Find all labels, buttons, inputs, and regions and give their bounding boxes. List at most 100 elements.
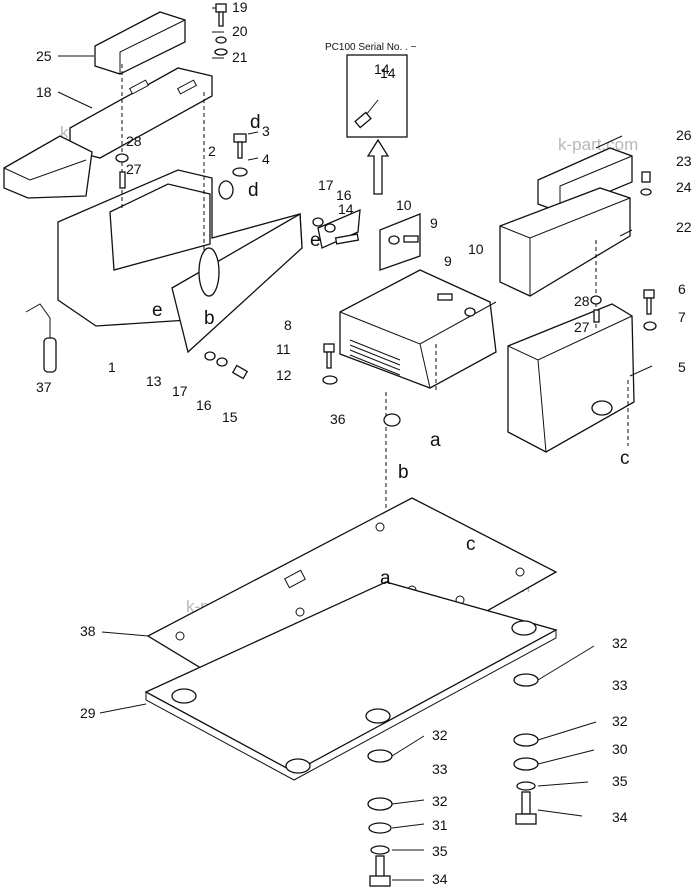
left-inner-frame [109, 183, 211, 271]
washer-4 [232, 167, 248, 177]
washer-32 [513, 673, 539, 687]
left-side-panel [171, 212, 303, 354]
part-label: 17 [318, 177, 334, 193]
fastener-stack-right [513, 673, 539, 825]
leader-lines [57, 7, 653, 881]
floor-plate-29 [144, 581, 558, 781]
part-label: 17 [172, 383, 188, 399]
washer-24 [640, 188, 652, 196]
part-label: 33 [612, 677, 628, 693]
mount-pad [285, 758, 311, 774]
ref-letter: d [248, 180, 259, 201]
part-label: 12 [276, 367, 292, 383]
washer-31 [368, 822, 392, 834]
washer-28 [590, 295, 602, 305]
part-label: 6 [678, 281, 686, 297]
washer-17 [312, 217, 324, 227]
part-label: 33 [432, 761, 448, 777]
part-label: 14 [338, 201, 354, 217]
bolt-head-34 [515, 813, 537, 825]
fastener-stack-center [367, 749, 393, 887]
part-label: 37 [36, 379, 52, 395]
left-top-cover [94, 11, 186, 75]
part-label: 16 [336, 187, 352, 203]
part-label: 27 [126, 161, 142, 177]
right-top-cover [537, 147, 633, 213]
washer-20 [215, 36, 227, 44]
part-label: 35 [432, 843, 448, 859]
part-label: 23 [676, 153, 692, 169]
mount-pad [171, 688, 197, 704]
part-label: 15 [222, 409, 238, 425]
right-upper-box [499, 187, 631, 297]
washer-35 [370, 845, 390, 855]
ref-letter: c [620, 448, 630, 469]
ref-letter: a [430, 430, 441, 451]
part-label: 22 [676, 219, 692, 235]
part-label: 2 [208, 143, 216, 159]
bolt-23 [641, 171, 651, 183]
bolt-head-34 [369, 875, 391, 887]
part-label: 8 [284, 317, 292, 333]
part-label: 32 [432, 727, 448, 743]
part-label: 34 [432, 871, 448, 887]
part-label: 20 [232, 23, 248, 39]
lever-grip [43, 337, 57, 373]
part-label: 13 [146, 373, 162, 389]
part-label: 7 [678, 309, 686, 325]
washer-10 [388, 235, 400, 245]
washer-16 [216, 357, 228, 367]
grommet-36 [383, 413, 401, 427]
right-console-assembly [499, 147, 635, 453]
washer-21 [214, 48, 228, 56]
part-label: 26 [676, 127, 692, 143]
part-label: 4 [262, 151, 270, 167]
right-cover-hole [591, 400, 613, 416]
bolt-27 [593, 309, 600, 323]
part-label: 30 [612, 741, 628, 757]
part-label: 19 [232, 0, 248, 15]
part-label: 31 [432, 817, 448, 833]
left-console-assembly [3, 11, 303, 373]
part-label: 24 [676, 179, 692, 195]
bolt-34 [521, 791, 531, 815]
part-label: 32 [432, 793, 448, 809]
washer-30 [513, 757, 539, 771]
part-label: 34 [612, 809, 628, 825]
bolt-9 [403, 235, 419, 243]
part-label: 9 [430, 215, 438, 231]
washer-32 [513, 733, 539, 747]
note-title: PC100 Serial No. . ~ [325, 42, 417, 53]
washer-10 [464, 307, 476, 317]
bolt-15 [231, 364, 249, 380]
mount-pad [365, 708, 391, 724]
part-label: 9 [444, 253, 452, 269]
part-label: 36 [330, 411, 346, 427]
small-fasteners [115, 3, 657, 427]
serial-note-box: PC100 Serial No. . ~ 14 [325, 42, 417, 195]
washer-35 [516, 781, 536, 791]
ref-letter: b [398, 462, 409, 483]
bolt-27 [119, 171, 126, 189]
washer-32 [367, 797, 393, 811]
ref-letter: c [466, 534, 476, 555]
washer-16 [324, 223, 336, 233]
part-labels: 25 18 19 20 21 28 27 2 3 4 1 37 13 17 16… [36, 0, 692, 887]
left-oval-cover [198, 247, 220, 297]
washer-7 [643, 321, 657, 331]
vertical-bracket [379, 213, 421, 271]
part-label: 28 [126, 133, 142, 149]
center-bracket-assembly [317, 208, 497, 640]
part-label: 38 [80, 623, 96, 639]
part-label: 28 [574, 293, 590, 309]
left-armrest-pad [3, 135, 93, 199]
bolt-11 [323, 343, 335, 353]
ref-letter: a [380, 568, 391, 589]
reference-letters: d d e e b b a a c c [152, 112, 630, 589]
bolt-6 [643, 289, 655, 299]
part-label: 5 [678, 359, 686, 375]
bolt-3 [233, 133, 247, 143]
part-label: 27 [574, 319, 590, 335]
